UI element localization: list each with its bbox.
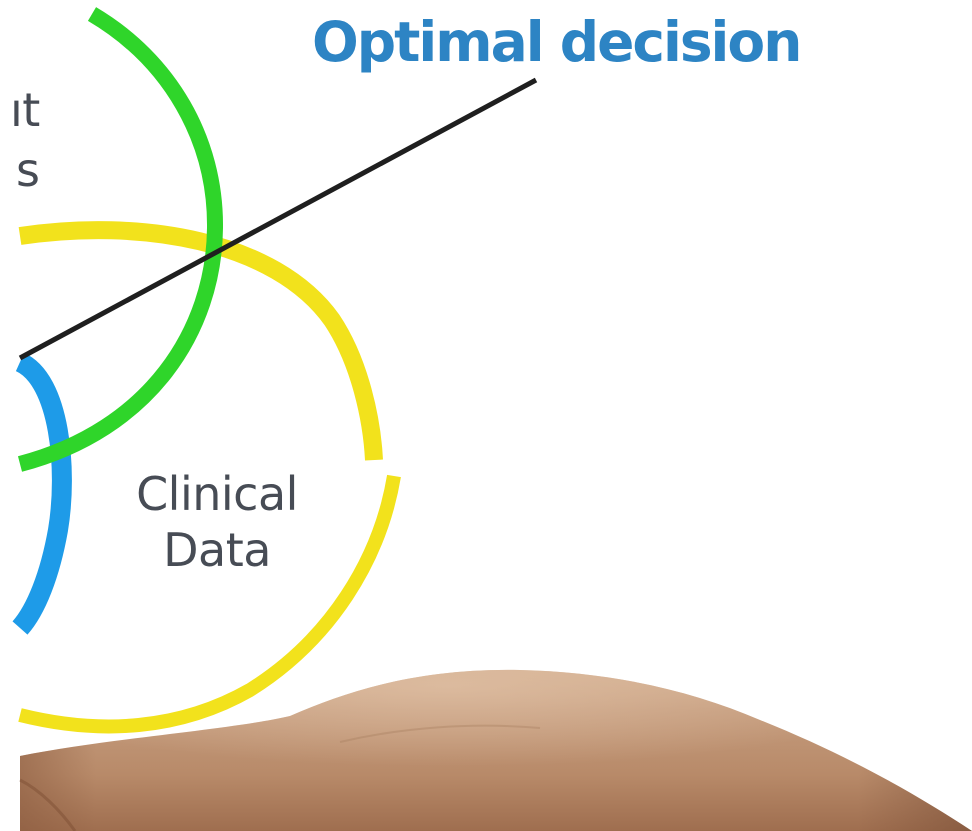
clinical-label-line-1: Clinical: [136, 467, 298, 521]
pointer-line: [18, 77, 538, 361]
partial-label-bottom: s: [16, 143, 40, 197]
green-circle: [17, 7, 224, 472]
diagram-title: Optimal decision: [312, 10, 802, 74]
blue-circle: [12, 352, 72, 635]
clinical-data-label: Clinical Data: [121, 466, 313, 578]
yellow-circle-lower: [18, 474, 401, 734]
hand-photo: [19, 669, 972, 831]
yellow-circle-upper: [18, 221, 383, 461]
partial-label-top: ıt: [10, 83, 40, 137]
clinical-label-line-2: Data: [163, 523, 271, 577]
